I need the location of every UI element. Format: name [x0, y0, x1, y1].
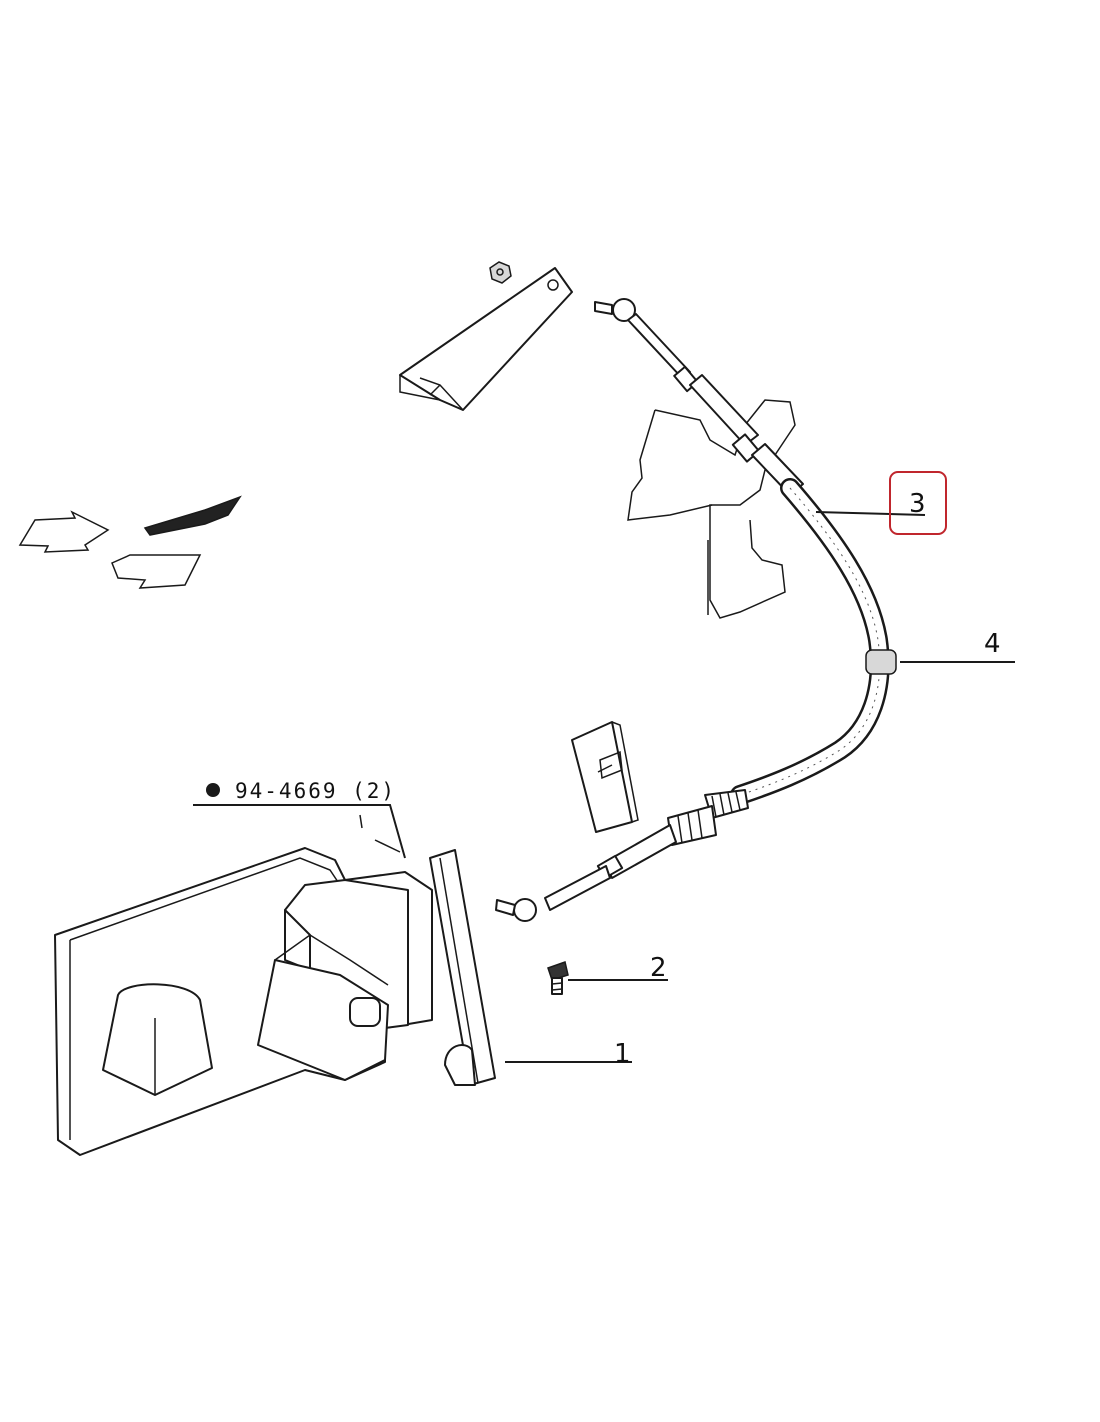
callout-1: 1	[614, 1039, 631, 1069]
leader-dash-ref	[359, 814, 401, 853]
direction-arrow-icon	[18, 495, 242, 589]
callout-2: 2	[650, 953, 667, 983]
leader-line-ref	[193, 804, 406, 859]
upper-bracket	[399, 267, 573, 411]
mounting-plate-outline	[627, 399, 796, 619]
highlight-box-3	[889, 471, 947, 535]
screw	[547, 961, 569, 995]
reference-part-number: 94-4669 (2)	[235, 779, 396, 803]
throttle-cable	[495, 298, 897, 922]
cable-clip-bracket	[571, 721, 639, 833]
accelerator-pedal	[429, 849, 496, 1086]
callout-4: 4	[984, 629, 1001, 659]
leader-line-3	[815, 511, 926, 516]
hex-nut-icon	[489, 261, 512, 284]
callout-3: 3	[909, 489, 926, 519]
reference-nut-icon	[206, 783, 220, 797]
pedal-base-assembly	[54, 847, 433, 1156]
